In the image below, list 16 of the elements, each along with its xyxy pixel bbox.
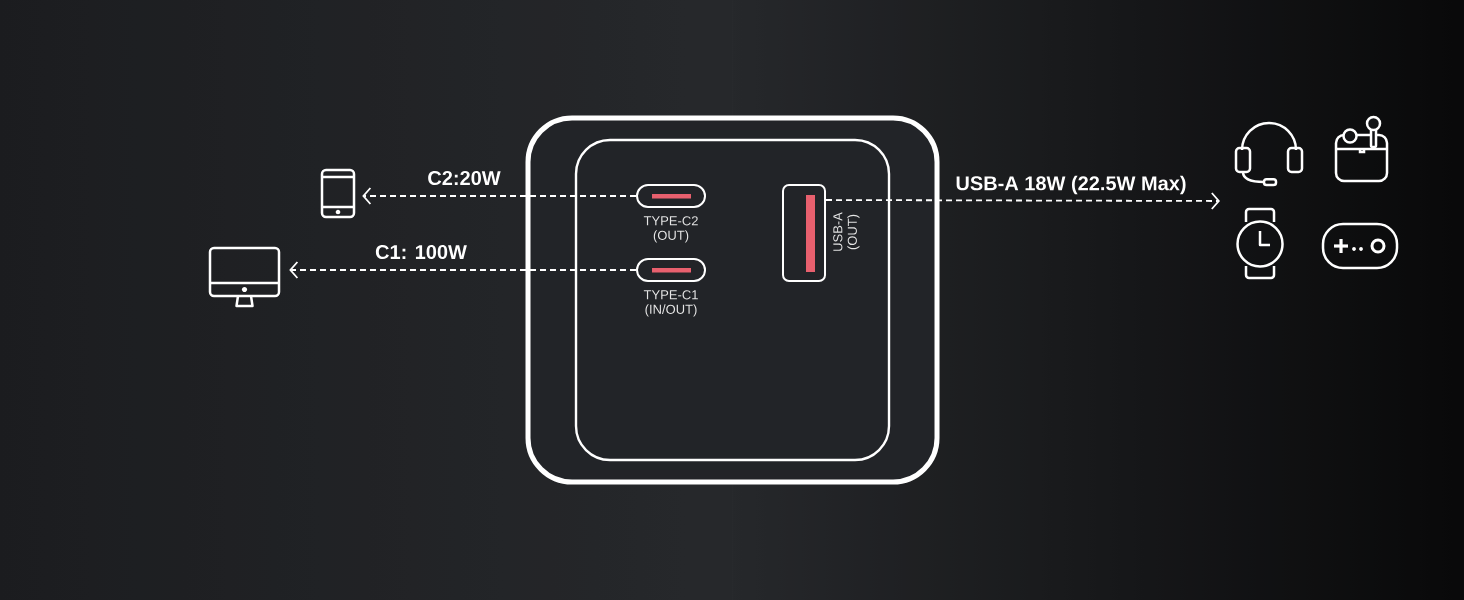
earbuds-case-icon	[1334, 115, 1389, 183]
port-label: USB-A (OUT)	[833, 212, 860, 251]
edge-label: USB-A 18W (22.5W Max)	[956, 175, 1186, 195]
phone-icon	[320, 168, 356, 219]
dashed-arrow	[362, 187, 637, 205]
port-label: TYPE-C2 (OUT)	[643, 216, 698, 243]
watch-icon	[1236, 207, 1284, 280]
gamepad-icon	[1321, 222, 1399, 270]
dashed-arrow	[289, 261, 637, 279]
edge-label: C1: 100W	[375, 244, 467, 260]
monitor-icon	[208, 246, 281, 308]
dashed-arrow	[825, 192, 1220, 210]
port-label: TYPE-C1 (IN/OUT)	[643, 290, 698, 317]
headset-icon	[1234, 121, 1304, 187]
port-panel	[574, 138, 891, 462]
edge-label: C2:20W	[428, 170, 501, 186]
